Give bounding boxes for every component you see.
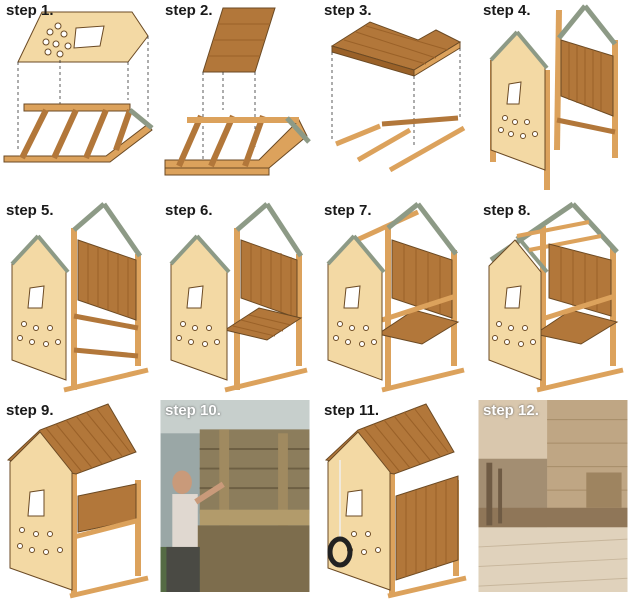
step-11-illustration [324,403,467,599]
step-4-panel: step 4. [477,0,636,200]
step-10-label: step 10. [165,402,221,419]
step-6-panel: step 6. [159,200,318,400]
step-11-label: step 11. [324,402,380,419]
step-9-label: step 9. [6,402,54,419]
step-7-panel: step 7. [318,200,477,400]
step-4-illustration [489,4,618,190]
step-11-panel: step 11. [318,400,477,607]
step-2-illustration [164,7,311,176]
step-6-label: step 6. [165,202,213,219]
step-12-photo [478,400,628,592]
step-5-label: step 5. [6,202,54,219]
step-10-photo [160,400,310,592]
step-8-illustration [488,201,624,393]
step-12-panel: step 12. [477,400,636,607]
step-10-panel: step 10. [159,400,318,607]
step-1-label: step 1. [6,2,54,19]
step-8-panel: step 8. [477,200,636,400]
step-2-panel: step 2. [159,0,318,200]
step-6-illustration [169,202,308,393]
step-9-panel: step 9. [0,400,159,607]
step-1-panel: step 1. [0,0,159,200]
step-12-label: step 12. [483,402,539,419]
step-3-label: step 3. [324,2,372,19]
step-5-illustration [10,202,149,393]
step-7-label: step 7. [324,202,372,219]
step-5-panel: step 5. [0,200,159,400]
step-3-panel: step 3. [318,0,477,200]
step-2-label: step 2. [165,2,213,19]
step-7-illustration [326,202,465,393]
step-9-illustration [6,403,149,599]
step-4-label: step 4. [483,2,531,19]
step-1-illustration [3,11,154,163]
step-3-illustration [330,21,466,173]
step-8-label: step 8. [483,202,531,219]
